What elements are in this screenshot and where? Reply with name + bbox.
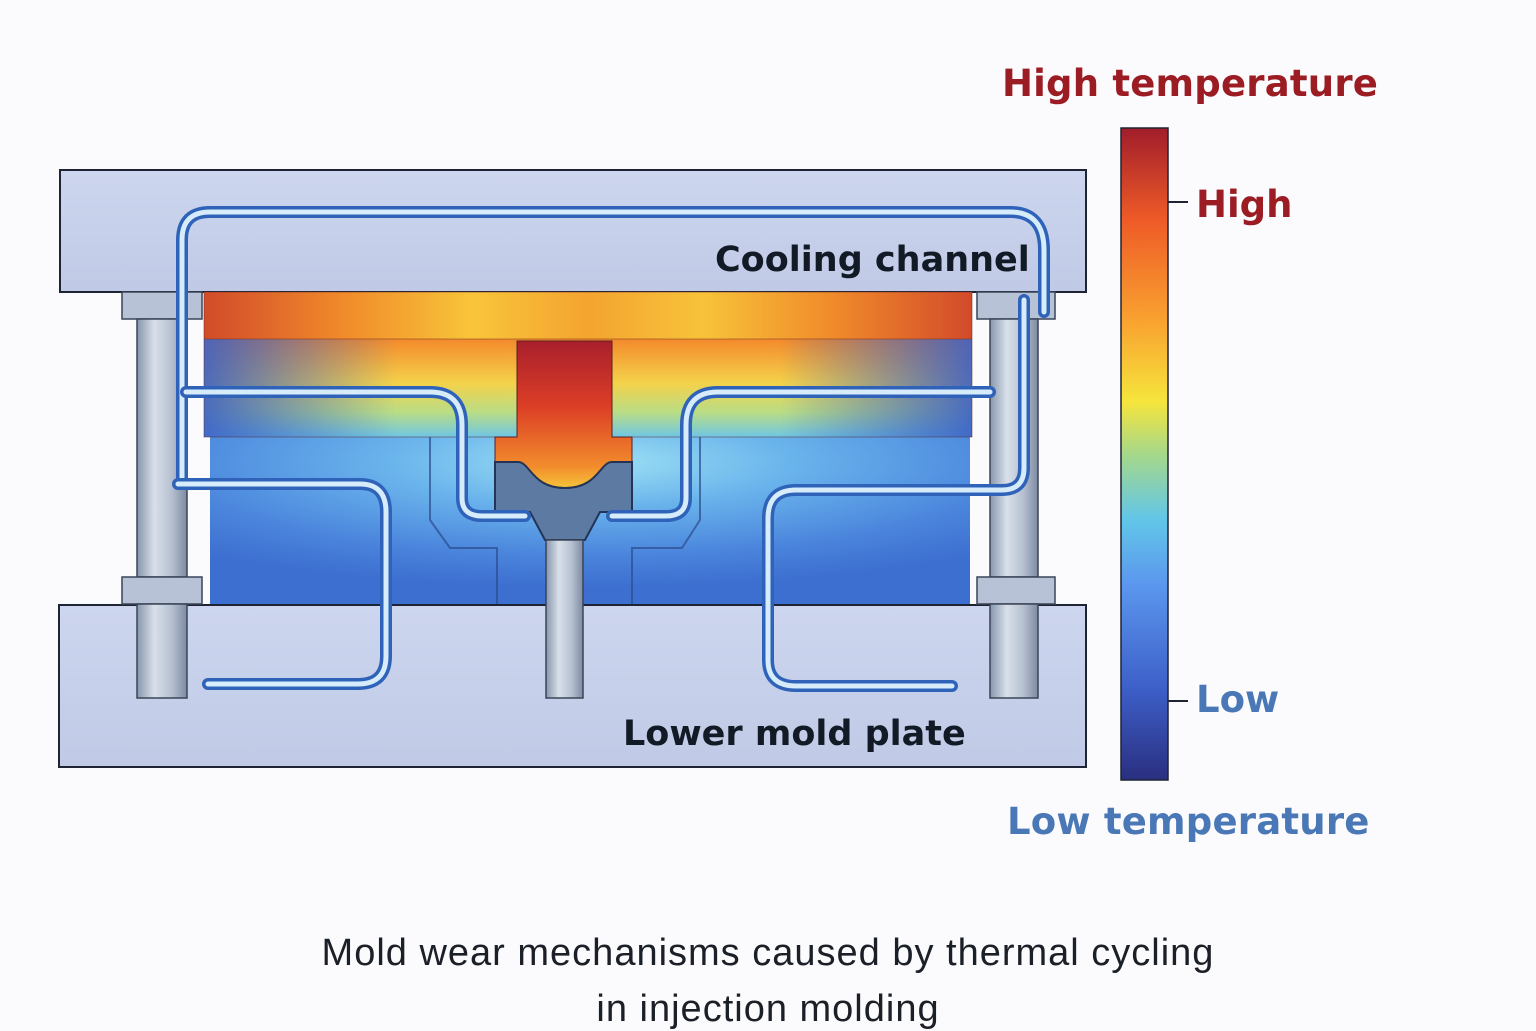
temperature-scale-bar <box>1120 127 1169 781</box>
ejector-pin <box>545 539 584 699</box>
figure-caption-line-1: Mold wear mechanisms caused by thermal c… <box>321 932 1215 974</box>
runner-gate <box>494 461 633 541</box>
hot-band-top <box>204 292 972 339</box>
cooling-channel-label: Cooling channel <box>715 240 1030 280</box>
low-temperature-label: Low temperature <box>1007 800 1370 843</box>
cooling-channels <box>172 206 1050 692</box>
lower-mold-plate-label: Lower mold plate <box>623 714 966 754</box>
figure-caption-line-2: in injection molding <box>596 988 940 1030</box>
scale-low-tick-label: Low <box>1196 678 1280 721</box>
cavity-outline <box>429 437 701 604</box>
scale-high-tick-label: High <box>1196 183 1293 226</box>
high-temperature-label: High temperature <box>1002 62 1379 105</box>
upper-mold-plate <box>59 169 1087 293</box>
